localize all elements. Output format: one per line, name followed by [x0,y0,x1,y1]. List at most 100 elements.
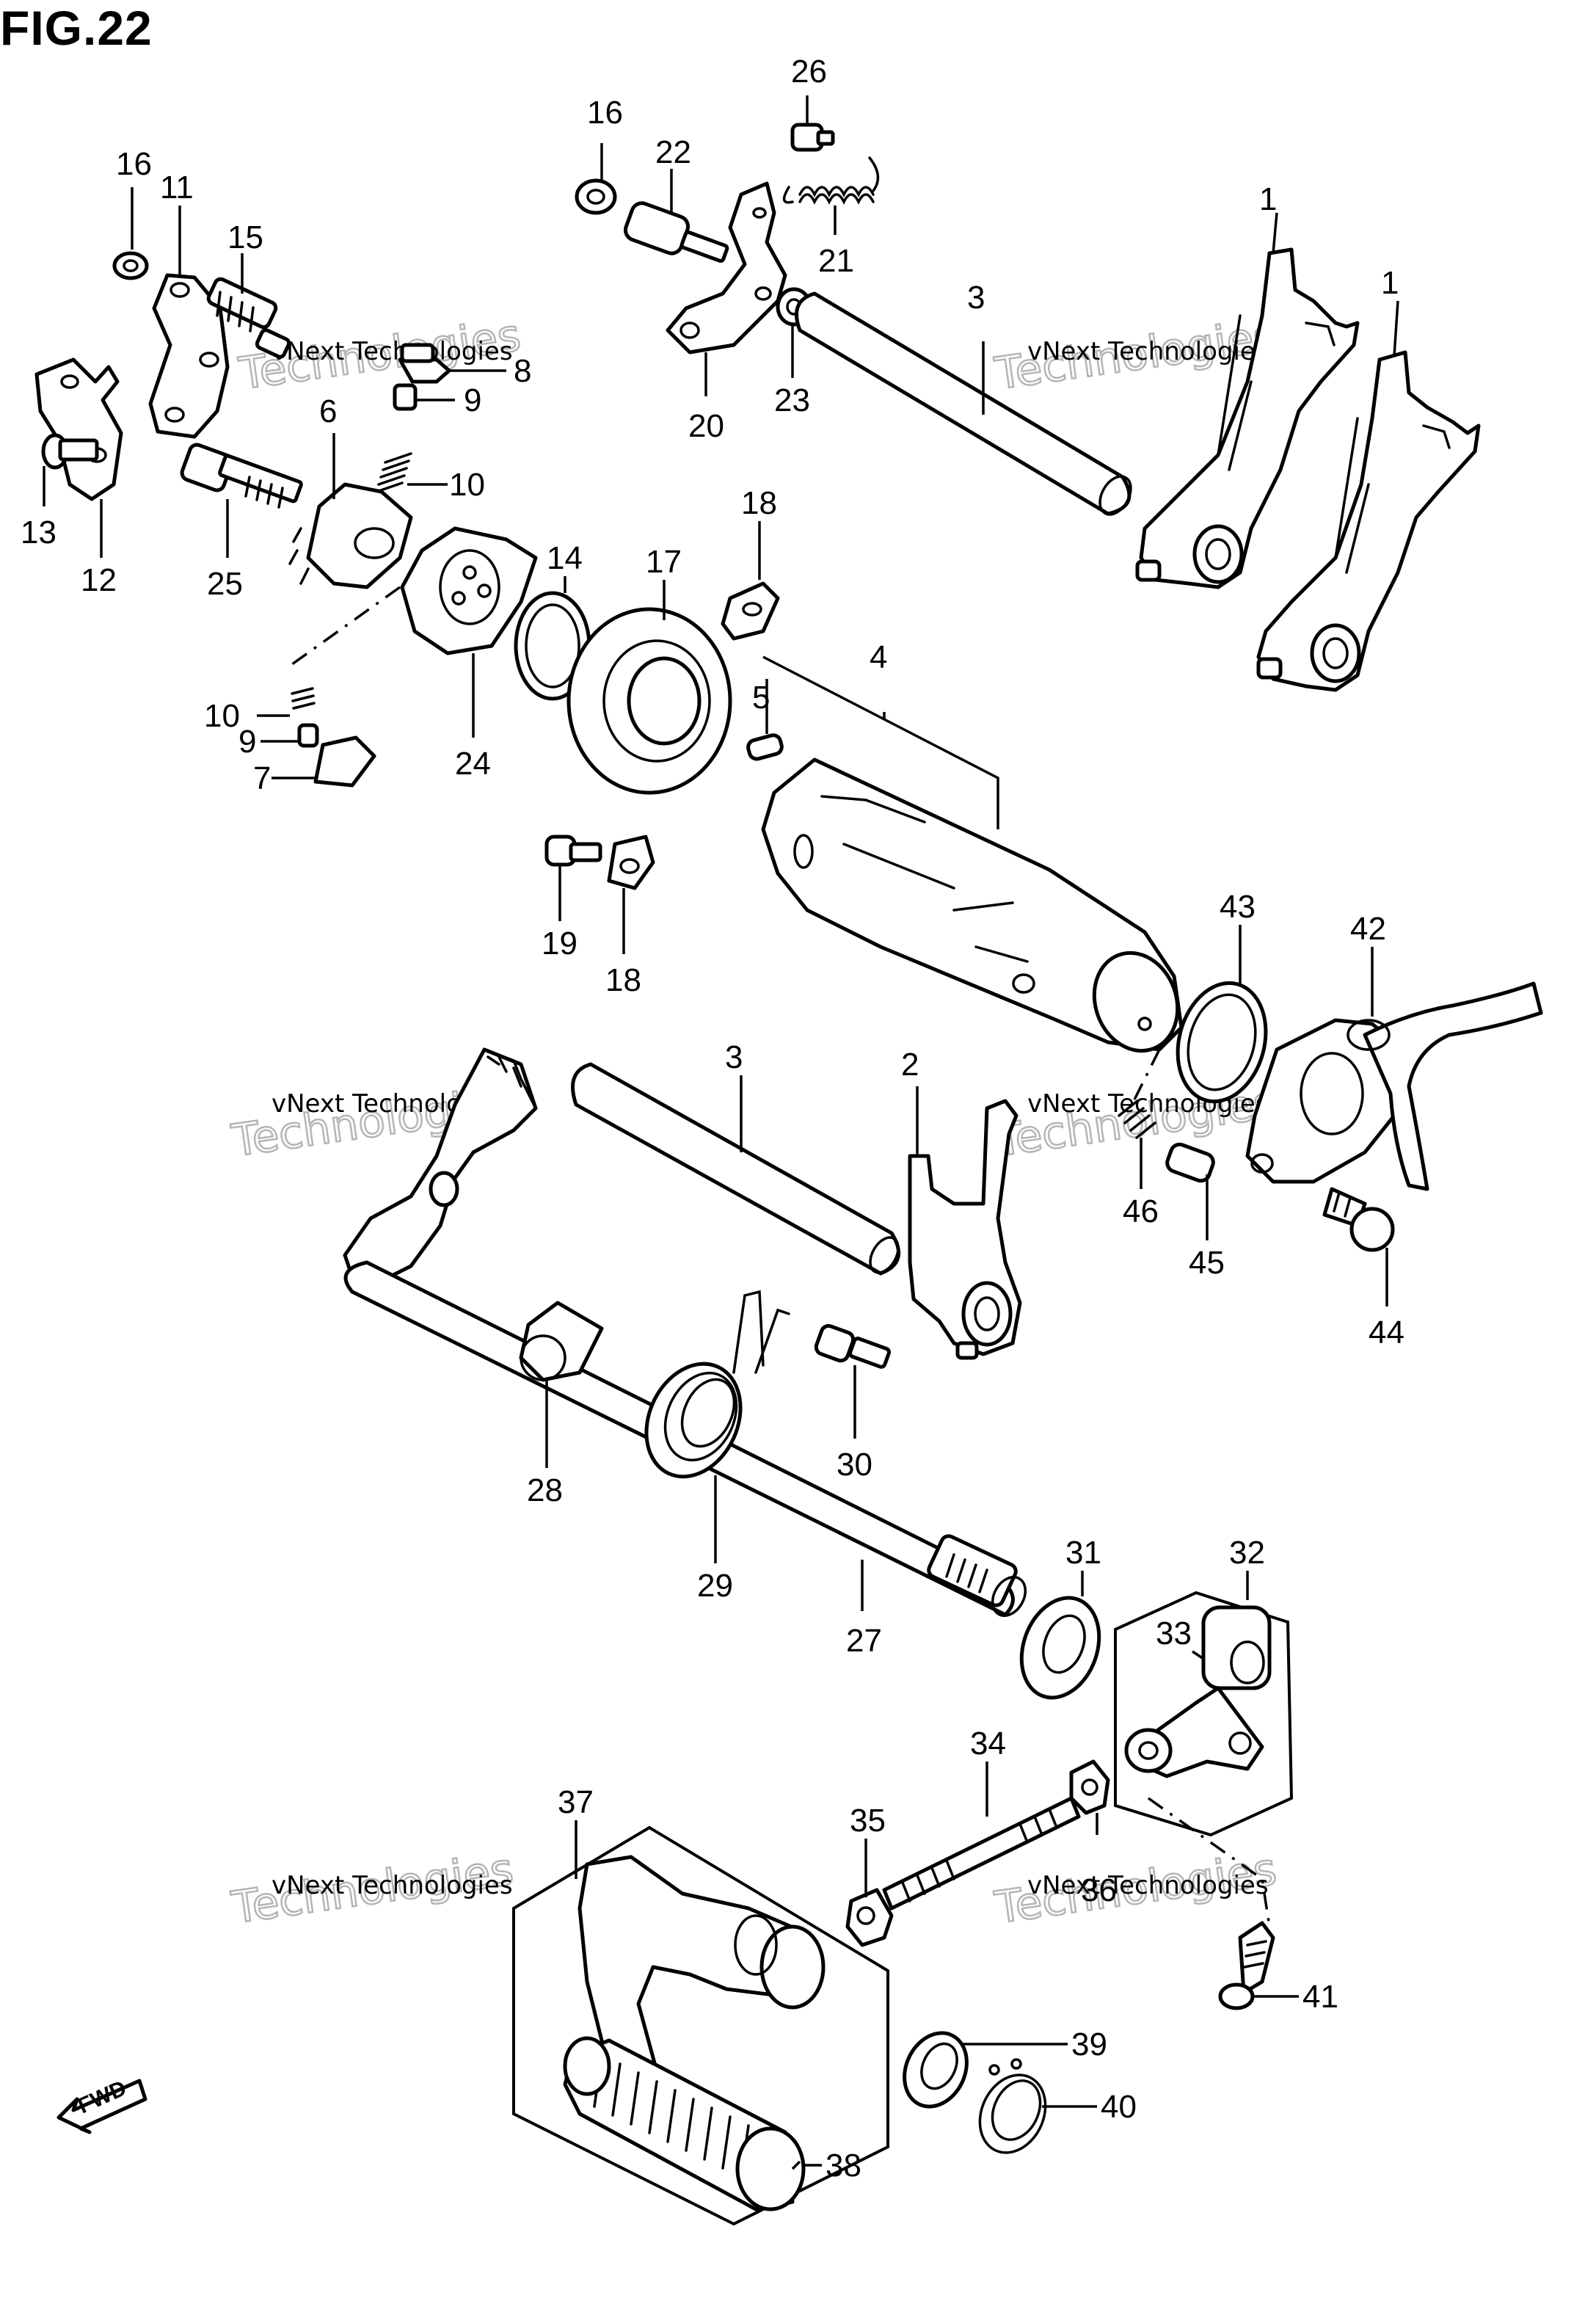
callout-label: 40 [1101,2089,1137,2125]
part-6-cam-gear [288,482,413,589]
part-13-screw [41,433,99,470]
watermark-text: vNext Technologies [1027,1871,1269,1900]
callout-label: 3 [967,280,985,316]
part-29-spring [644,1290,790,1479]
part-35-nut [845,1888,894,1947]
part-18-washer-lower [607,835,655,890]
part-16-nut [112,251,149,280]
part-31-oil-seal [1019,1596,1101,1700]
watermark-text: vNext Technologies [1027,337,1269,366]
part-24-plate [400,526,538,655]
callout-label: 24 [455,746,491,782]
part-1-fork-a [1135,247,1360,589]
callout-label: 31 [1065,1535,1101,1571]
part-20-arm [666,181,787,355]
part-4-shift-cam [761,757,1184,1053]
callout-label: 18 [741,485,777,521]
callout-label: 17 [646,544,682,580]
callout-label: 32 [1229,1535,1265,1571]
part-19-bolt [544,835,602,867]
part-26-screw [790,123,835,152]
callout-label: 13 [21,515,57,550]
part-9-pin [393,383,418,411]
fwd-arrow-icon: FWD [57,2076,147,2134]
part-39-washer [903,2031,969,2109]
leader-lines [43,95,1399,2170]
callout-label: 46 [1123,1193,1159,1229]
callout-label: 21 [818,243,854,279]
watermark-text: vNext Technologies [272,1871,513,1900]
callout-label: 9 [464,382,481,418]
callout-label: 36 [1081,1872,1117,1908]
dashed-center-lines [291,586,1271,1927]
part-44-bolt [1322,1187,1395,1252]
callout-label: 8 [514,353,531,389]
callout-label: 44 [1369,1315,1404,1351]
callout-label: 43 [1220,889,1256,925]
part-2-fork [908,1099,1022,1360]
part-36-nut [1069,1759,1110,1815]
callout-label: 19 [542,926,577,961]
callout-label: 9 [238,724,256,760]
part-8-pawl [398,343,451,384]
part-7-pawl [313,735,376,788]
callout-label: 14 [547,540,583,576]
callout-label: 7 [253,760,271,796]
part-43-oring [1176,981,1268,1104]
callout-label: 4 [870,639,887,675]
callout-label: 30 [837,1447,872,1483]
part-37-lever-box [512,1825,889,2226]
callout-label: 10 [449,467,485,503]
part-16-nut-top [575,178,617,215]
callout-label: 5 [752,680,770,716]
callout-label: 20 [688,408,724,444]
callout-label: 27 [846,1623,882,1659]
part-5-pin [746,733,784,761]
callout-label: 38 [826,2148,861,2184]
part-10-spring-lower [291,687,316,710]
part-3-shaft-lower [571,1062,900,1276]
callout-label: 28 [527,1472,563,1508]
callout-label: 1 [1259,181,1277,217]
callout-label: 45 [1189,1245,1225,1281]
callout-label: 26 [791,54,827,90]
callout-label: 33 [1156,1615,1192,1651]
part-10-spring [375,452,412,493]
callout-label: 22 [655,134,691,170]
part-1-fork-b [1256,350,1481,692]
callout-label: 29 [697,1568,733,1604]
part-45-plunger [1165,1142,1215,1183]
callout-label: 37 [558,1784,594,1820]
callout-labels: 1 1 2 3 3 4 5 6 7 8 9 9 10 10 11 12 13 1… [21,54,1404,2184]
part-17-bearing [566,607,732,795]
part-18-washer [721,581,780,641]
callout-label: 18 [605,962,641,998]
callout-label: 41 [1302,1979,1338,2015]
callout-label: 42 [1350,911,1386,947]
callout-label: 6 [319,393,337,429]
callout-label: 2 [901,1047,919,1083]
part-22-stud [623,201,729,263]
callout-label: 10 [204,698,240,734]
watermark-text: vNext Technologies [272,337,513,366]
callout-label: 35 [850,1803,886,1839]
part-25-bolt [180,443,303,509]
callout-label: 3 [725,1039,743,1075]
part-46-spring [1118,1099,1156,1139]
part-34-bolt [882,1796,1081,1911]
callout-label: 34 [970,1726,1006,1762]
part-42-holder [1245,981,1543,1191]
callout-label: 39 [1071,2026,1107,2062]
callout-label: 25 [207,566,243,602]
callout-label: 23 [774,382,810,418]
part-40-circlip [978,2058,1047,2154]
part-32-arm-box [1114,1591,1294,1837]
callout-label: 12 [81,562,117,598]
part-28-collar [519,1301,604,1382]
part-12-lever [34,357,123,501]
callout-label: 1 [1381,265,1399,301]
part-15-stud [206,277,291,359]
part-21-spring [782,156,880,205]
